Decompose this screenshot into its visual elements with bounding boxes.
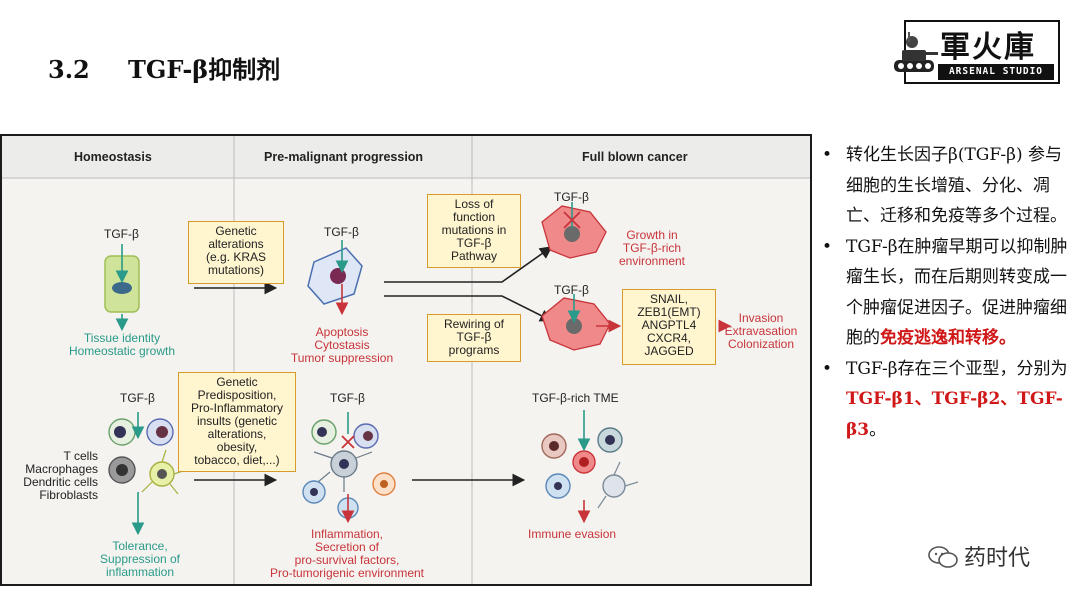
box-genetic-alterations: Genetic alterations (e.g. KRAS mutations…: [188, 221, 284, 284]
watermark: 药时代: [928, 540, 1030, 572]
header-cancer: Full blown cancer: [582, 150, 688, 164]
tme-cell-cluster: [541, 427, 639, 509]
tgf-label-cancer-1: TGF-β: [554, 190, 589, 204]
tgf-label-home-bottom: TGF-β: [120, 391, 155, 405]
tgf-label-cancer-2: TGF-β: [554, 283, 589, 297]
cell-types-label: T cells Macrophages Dendritic cells Fibr…: [23, 449, 98, 502]
box-rewiring: Rewiring of TGF-β programs: [427, 314, 521, 362]
premalignant-cell: [307, 247, 363, 305]
immune-evasion-label: Immune evasion: [528, 527, 617, 541]
premal-outcome-top: Apoptosis Cytostasis Tumor suppression: [290, 325, 394, 365]
slide-title: 3.2 TGF-β抑制剂: [48, 50, 280, 85]
tgf-beta-diagram: Homeostasis Pre-malignant progression Fu…: [0, 134, 812, 586]
block-x-icon: [563, 211, 581, 229]
immune-cell-cluster-home: [108, 418, 187, 495]
tank-icon: [894, 32, 938, 72]
cancer-cell-growth: [541, 205, 607, 259]
immune-cell-cluster-premal: [302, 419, 396, 519]
logo-en-text: ARSENAL STUDIO: [938, 64, 1054, 80]
home-outcome-bottom: Tolerance, Suppression of inflammation: [99, 539, 181, 579]
section-title: TGF-β抑制剂: [128, 55, 281, 84]
header-homeostasis: Homeostasis: [74, 150, 152, 164]
box-target-genes: SNAIL, ZEB1(EMT) ANGPTL4 CXCR4, JAGGED: [622, 289, 716, 365]
bullet-item: • 转化生长因子β(TGF-β) 参与细胞的生长增殖、分化、凋亡、迁移和免疫等多…: [822, 145, 1067, 226]
highlight-text: TGF-β1、TGF-β2、TGF-β3: [846, 389, 1063, 440]
epithelial-cell: [104, 255, 140, 313]
bullet-list: • 转化生长因子β(TGF-β) 参与细胞的生长增殖、分化、凋亡、迁移和免疫等多…: [820, 140, 1076, 445]
premal-outcome-bottom: Inflammation, Secretion of pro-survival …: [269, 527, 425, 580]
highlight-text: 免疫逃逸和转移。: [880, 328, 1016, 348]
tgf-label-premal-bottom: TGF-β: [330, 391, 365, 405]
bullet-item: • TGF-β存在三个亚型，分别为TGF-β1、TGF-β2、TGF-β3。: [822, 358, 1068, 440]
bullet-item: • TGF-β在肿瘤早期可以抑制肿瘤生长，而在后期则转变成一个肿瘤促进因子。促进…: [822, 236, 1068, 349]
arsenal-studio-logo: 軍火庫 ARSENAL STUDIO: [890, 20, 1060, 84]
growth-environment-label: Growth in TGF-β-rich environment: [618, 228, 686, 268]
invasion-label: Invasion Extravasation Colonization: [724, 311, 798, 351]
tgf-label-home-top: TGF-β: [104, 227, 139, 241]
watermark-text: 药时代: [964, 546, 1031, 571]
wechat-icon: [928, 546, 958, 568]
tgf-label-premal-top: TGF-β: [324, 225, 359, 239]
box-loss-of-function: Loss of function mutations in TGF-β Path…: [427, 194, 521, 268]
header-premalignant: Pre-malignant progression: [264, 150, 424, 164]
section-number: 3.2: [48, 55, 90, 84]
box-predisposition: Genetic Predisposition, Pro-Inflammatory…: [178, 372, 296, 472]
tme-label: TGF-β-rich TME: [532, 391, 619, 405]
logo-cn-text: 軍火庫: [940, 30, 1036, 65]
home-outcome-top: Tissue identity Homeostatic growth: [68, 331, 176, 358]
cancer-cell-invasion: [541, 297, 611, 351]
